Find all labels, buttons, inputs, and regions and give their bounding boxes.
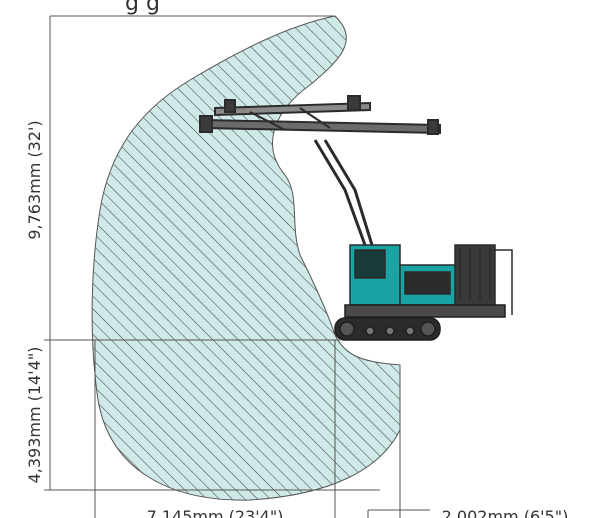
- crawler-tracks: [334, 304, 506, 341]
- feed-beam: [199, 95, 441, 135]
- drill-rig: [199, 95, 513, 341]
- height-above-label: 9,763mm (32'): [25, 120, 44, 239]
- horizontal-reach-label: 7,145mm (23'4"): [147, 507, 284, 518]
- offset-width-label: 2,002mm (6'5"): [442, 507, 569, 518]
- boom-arm: [313, 139, 374, 246]
- rig-body: [349, 244, 513, 315]
- coverage-area: [91, 15, 401, 501]
- diagram-title-fragment: g g: [125, 0, 160, 16]
- depth-below-label: 4,393mm (14'4"): [25, 347, 44, 484]
